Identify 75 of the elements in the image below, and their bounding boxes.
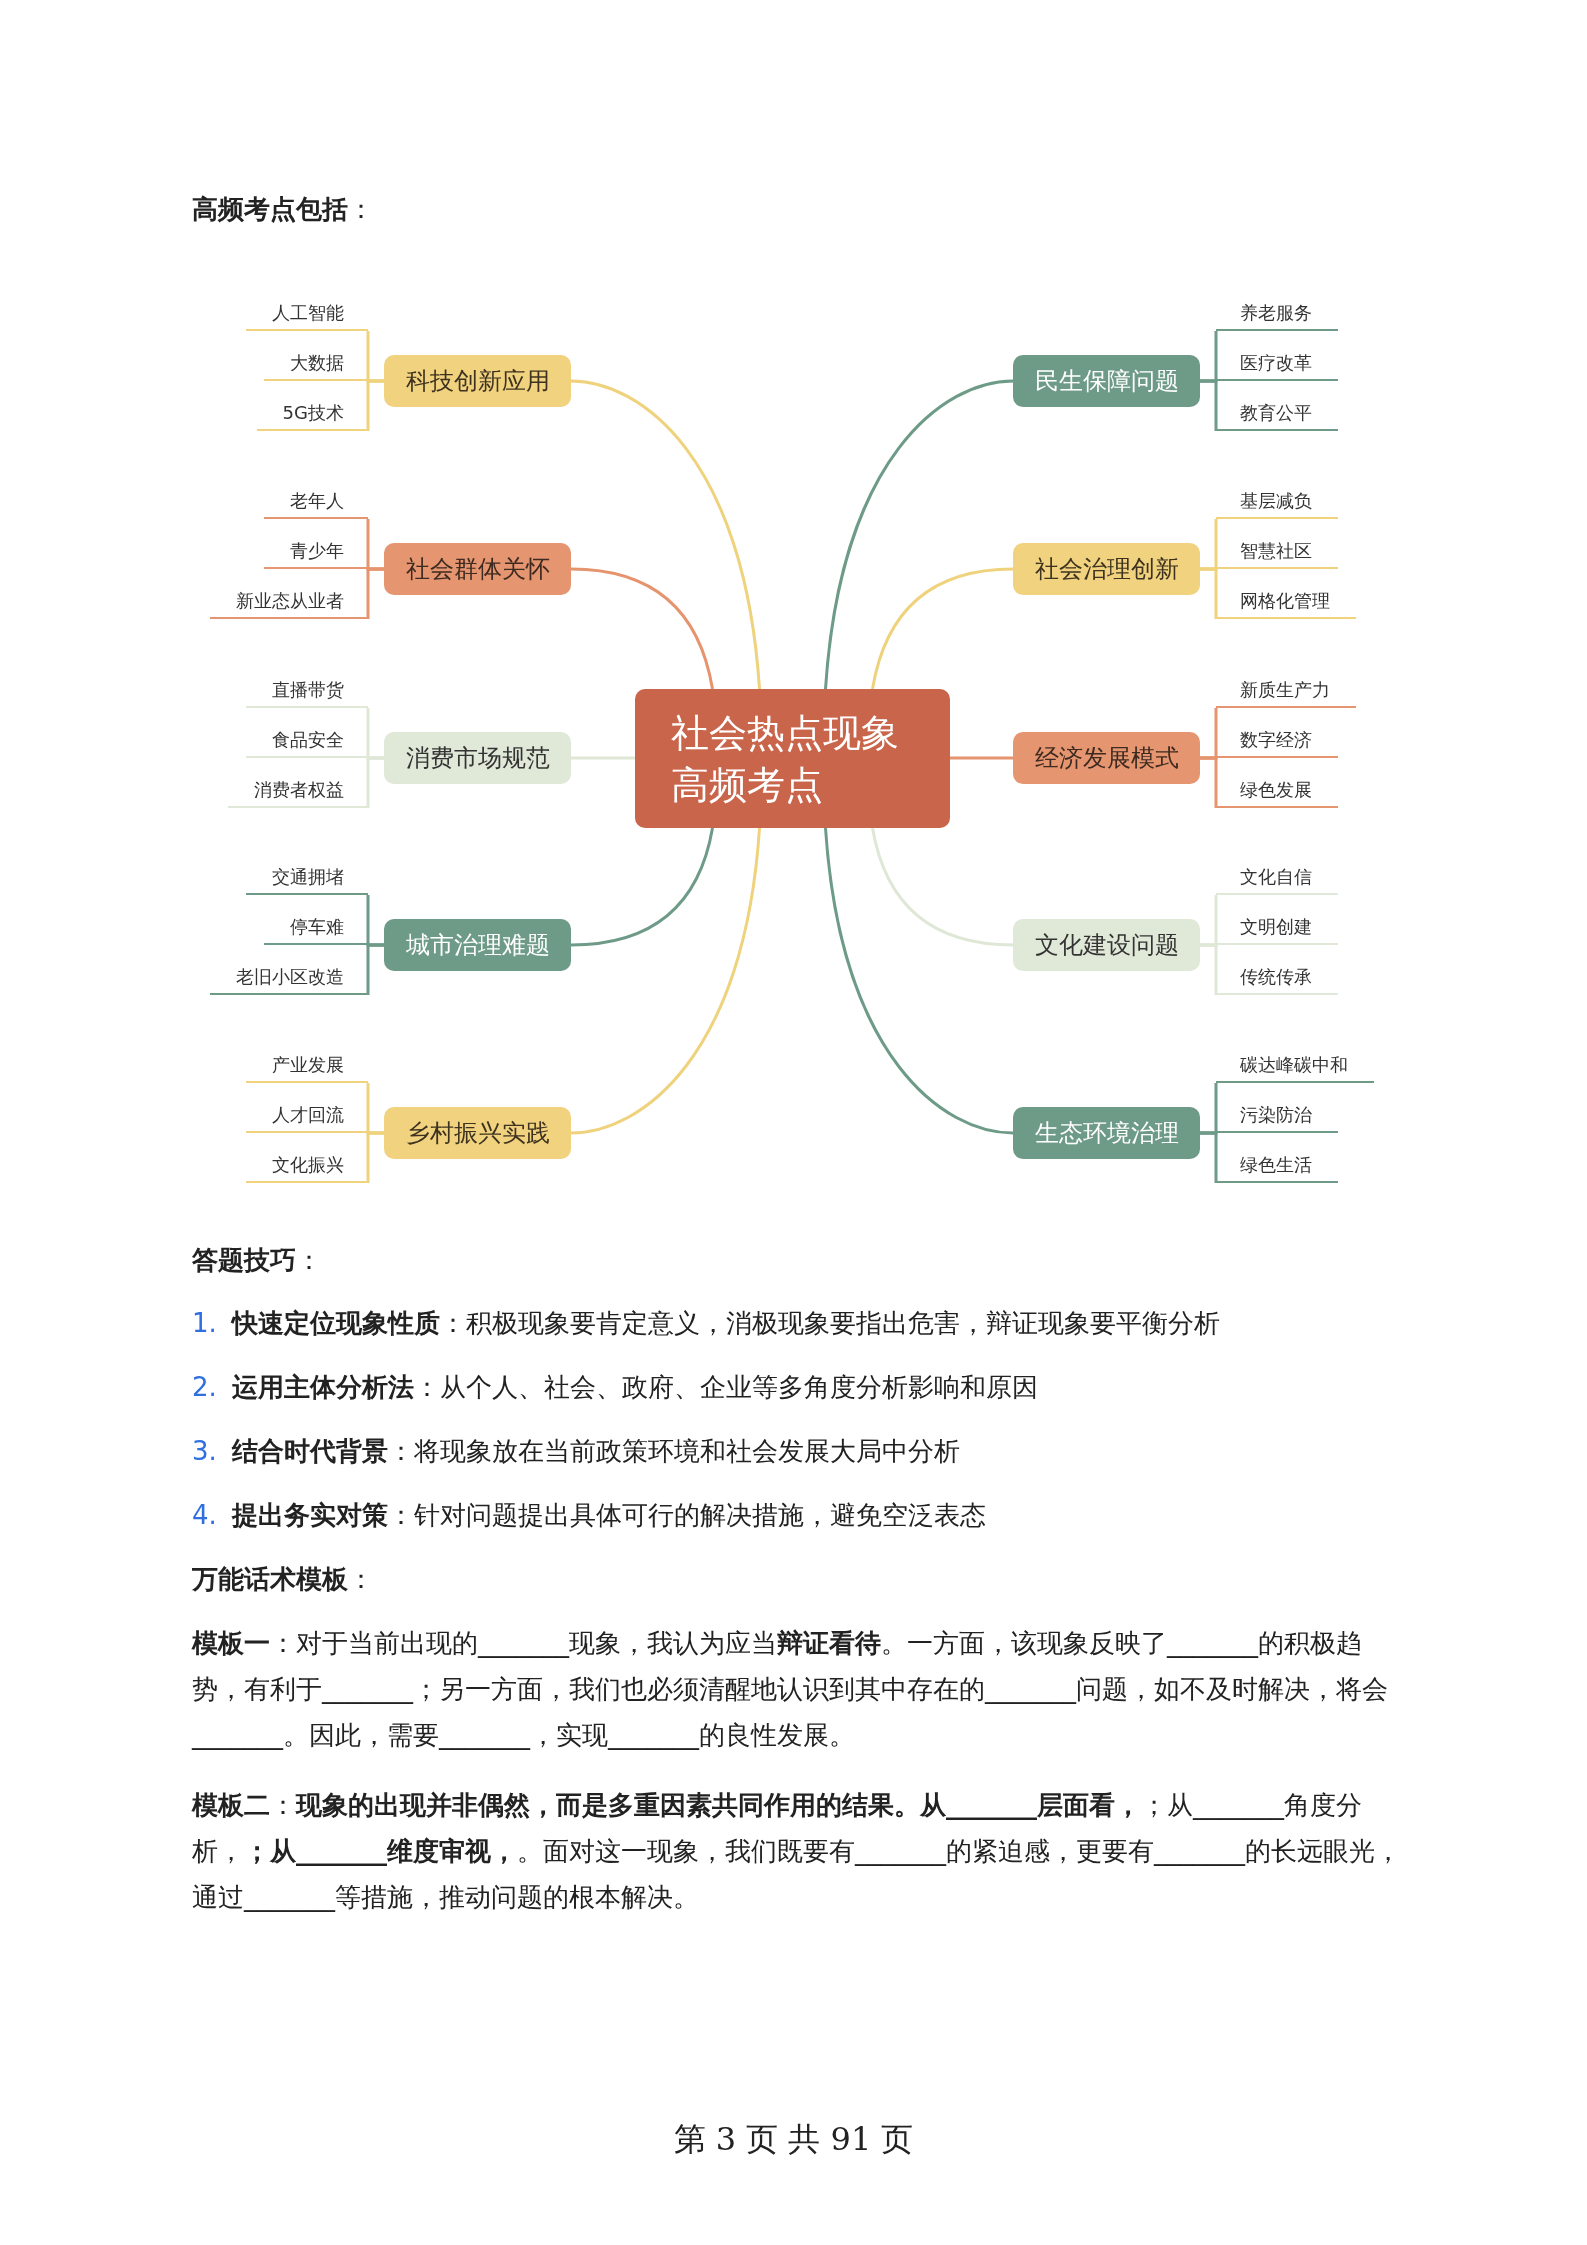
branch-line <box>366 567 384 619</box>
subtopic-label: 文明创建 <box>1216 913 1338 945</box>
subtopic-label: 大数据 <box>264 349 368 381</box>
branch-line <box>570 567 714 690</box>
branch-line <box>1200 379 1218 431</box>
branch-line <box>366 1131 384 1183</box>
topic-box: 消费市场规范 <box>384 732 571 784</box>
topic-box: 民生保障问题 <box>1013 355 1200 407</box>
subtopic-label: 5G技术 <box>256 399 368 431</box>
topic-box: 经济发展模式 <box>1013 732 1200 784</box>
branch-line <box>950 756 1013 760</box>
list-number: 3. <box>192 1435 217 1468</box>
subtopic-label: 文化振兴 <box>246 1151 368 1183</box>
branch-line <box>824 379 1014 690</box>
topic-box: 文化建设问题 <box>1013 919 1200 971</box>
branch-line <box>366 943 384 995</box>
page-footer: 第 3 页 共 91 页 <box>0 2116 1587 2162</box>
branch-line <box>570 827 714 947</box>
list-number: 4. <box>192 1499 217 1532</box>
section-heading: 万能话术模板： <box>192 1563 374 1596</box>
subtopic-label: 青少年 <box>264 537 368 569</box>
section-heading: 答题技巧： <box>192 1244 322 1277</box>
subtopic-label: 交通拥堵 <box>246 863 368 895</box>
subtopic-label: 数字经济 <box>1216 726 1338 758</box>
subtopic-label: 文化自信 <box>1216 863 1338 895</box>
section-heading: 高频考点包括： <box>192 193 374 226</box>
list-number: 2. <box>192 1371 217 1404</box>
subtopic-label: 人工智能 <box>246 299 368 331</box>
topic-box: 城市治理难题 <box>384 919 571 971</box>
branch-line <box>824 827 1014 1135</box>
list-item-text: 运用主体分析法：从个人、社会、政府、企业等多角度分析影响和原因 <box>232 1371 1038 1404</box>
subtopic-label: 消费者权益 <box>228 776 368 808</box>
branch-line <box>366 756 384 808</box>
branch-line <box>366 379 384 431</box>
central-topic-box: 社会热点现象高频考点 <box>635 689 950 828</box>
subtopic-label: 基层减负 <box>1216 487 1338 519</box>
topic-box: 乡村振兴实践 <box>384 1107 571 1159</box>
branch-line <box>871 567 1014 690</box>
branch-line <box>570 379 761 690</box>
subtopic-label: 产业发展 <box>246 1051 368 1083</box>
subtopic-label: 老年人 <box>264 487 368 519</box>
branch-line <box>871 827 1014 947</box>
branch-line <box>1200 943 1218 995</box>
subtopic-label: 碳达峰碳中和 <box>1216 1051 1374 1083</box>
list-item-text: 提出务实对策：针对问题提出具体可行的解决措施，避免空泛表态 <box>232 1499 986 1532</box>
subtopic-label: 智慧社区 <box>1216 537 1338 569</box>
list-item-text: 快速定位现象性质：积极现象要肯定意义，消极现象要指出危害，辩证现象要平衡分析 <box>232 1307 1220 1340</box>
subtopic-label: 网格化管理 <box>1216 587 1356 619</box>
branch-line <box>1200 756 1218 808</box>
list-item-text: 结合时代背景：将现象放在当前政策环境和社会发展大局中分析 <box>232 1435 960 1468</box>
branch-line <box>571 756 635 760</box>
topic-box: 生态环境治理 <box>1013 1107 1200 1159</box>
paragraph: 模板二：现象的出现并非偶然，而是多重因素共同作用的结果。从_______层面看，；从_______角度分析，；从_______维度审视，。面对这一现象，我们既要有_______的紧迫感，更要有_______的长远眼光，通过_______等措施，推动问题的根本解决。 <box>192 1789 1402 1914</box>
subtopic-label: 医疗改革 <box>1216 349 1338 381</box>
subtopic-label: 食品安全 <box>246 726 368 758</box>
branch-line <box>1200 567 1218 619</box>
subtopic-label: 老旧小区改造 <box>210 963 368 995</box>
subtopic-label: 新质生产力 <box>1216 676 1356 708</box>
subtopic-label: 人才回流 <box>246 1101 368 1133</box>
subtopic-label: 教育公平 <box>1216 399 1338 431</box>
subtopic-label: 新业态从业者 <box>210 587 368 619</box>
subtopic-label: 传统传承 <box>1216 963 1338 995</box>
topic-box: 社会群体关怀 <box>384 543 571 595</box>
subtopic-label: 直播带货 <box>246 676 368 708</box>
subtopic-label: 污染防治 <box>1216 1101 1338 1133</box>
topic-box: 科技创新应用 <box>384 355 571 407</box>
list-number: 1. <box>192 1307 217 1340</box>
subtopic-label: 养老服务 <box>1216 299 1338 331</box>
subtopic-label: 停车难 <box>264 913 368 945</box>
branch-line <box>570 827 761 1135</box>
subtopic-label: 绿色生活 <box>1216 1151 1338 1183</box>
topic-box: 社会治理创新 <box>1013 543 1200 595</box>
subtopic-label: 绿色发展 <box>1216 776 1338 808</box>
paragraph: 模板一：对于当前出现的_______现象，我认为应当辩证看待。一方面，该现象反映了_______的积极趋势，有利于_______；另一方面，我们也必须清醒地认识到其中存在的_______问题，如不及时解决，将会_______。因此，需要_______，实现_______的良性发展。 <box>192 1627 1389 1752</box>
branch-line <box>1200 1131 1218 1183</box>
